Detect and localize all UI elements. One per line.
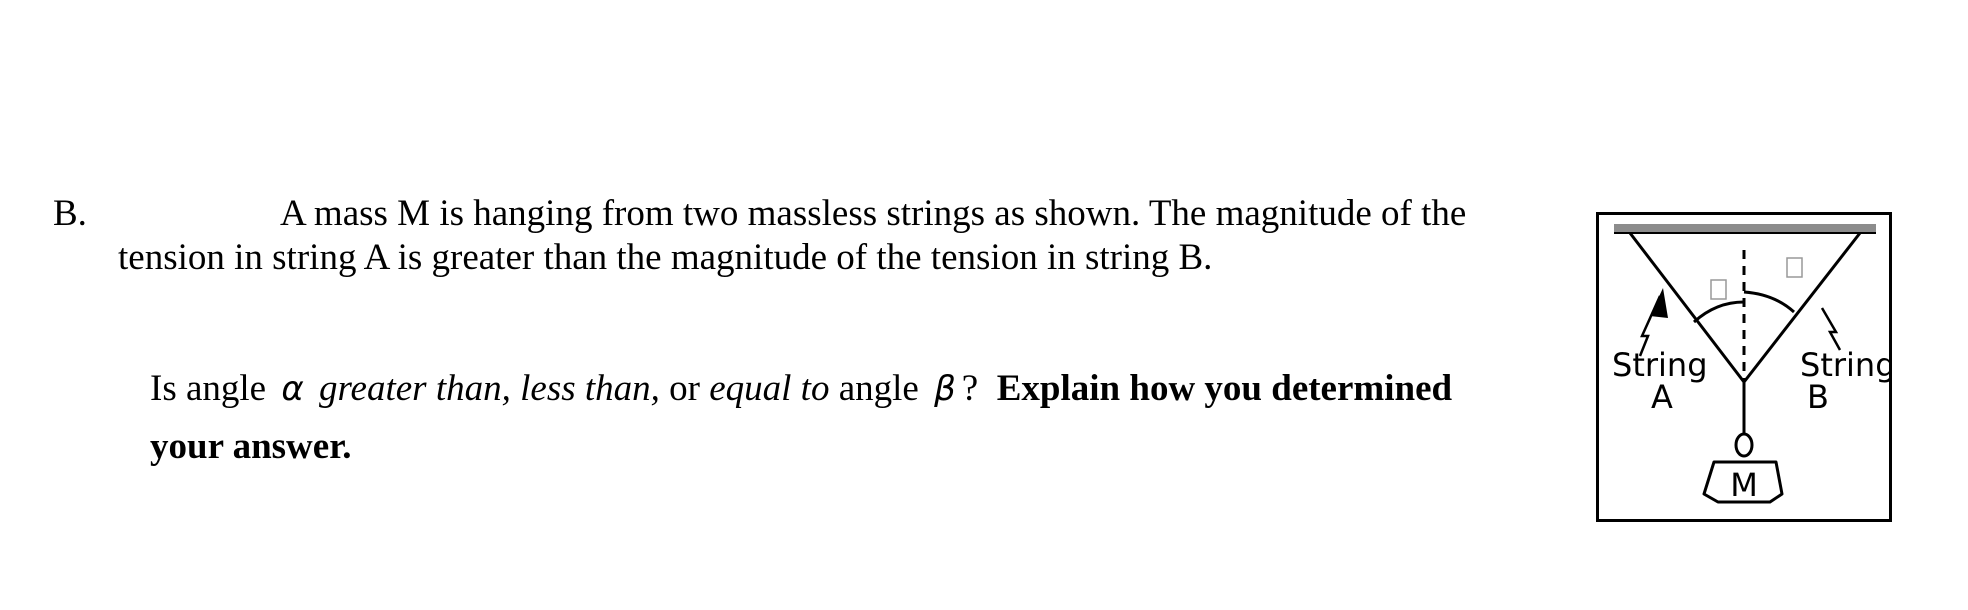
angle-word: angle bbox=[838, 368, 919, 409]
string-b-label-line1: String bbox=[1800, 346, 1892, 384]
beta-symbol: β bbox=[934, 369, 956, 409]
question-line2: your answer. bbox=[150, 418, 1550, 475]
option-greater-less: greater than, less than, bbox=[319, 368, 660, 409]
question-prefix: Is angle bbox=[150, 368, 267, 409]
string-a-arrowhead bbox=[1650, 288, 1668, 318]
alpha-placeholder-box bbox=[1710, 279, 1727, 300]
alpha-symbol: α bbox=[281, 369, 304, 409]
question-mark: ? bbox=[961, 368, 979, 409]
mass-body bbox=[1702, 460, 1784, 504]
question-line1: Is angle α greater than, less than, or e… bbox=[150, 360, 1550, 418]
option-equal: equal to bbox=[709, 368, 830, 409]
problem-statement: A mass M is hanging from two massless st… bbox=[118, 192, 1558, 280]
angle-alpha-arc bbox=[1692, 300, 1745, 324]
problem-statement-line1: A mass M is hanging from two massless st… bbox=[280, 193, 1467, 234]
problem-label: B. bbox=[53, 193, 87, 234]
instruction-line2: your answer. bbox=[150, 426, 352, 467]
figure-svg: String A String B M bbox=[1596, 212, 1892, 522]
instruction-line1: Explain how you determined bbox=[996, 368, 1453, 409]
figure-frame bbox=[1596, 212, 1892, 522]
string-b-pointer bbox=[1820, 307, 1842, 351]
string-a-label-line1: String bbox=[1612, 346, 1708, 384]
string-a bbox=[1628, 232, 1746, 383]
string-b-label-line2: B bbox=[1807, 378, 1829, 416]
string-b bbox=[1742, 232, 1862, 383]
hanging-mass-figure: String A String B M bbox=[1596, 212, 1892, 522]
ceiling bbox=[1614, 224, 1876, 233]
problem-statement-line2: tension in string A is greater than the … bbox=[118, 237, 1213, 278]
or-word: or bbox=[669, 368, 700, 409]
beta-placeholder-box bbox=[1786, 257, 1803, 278]
mass-hook-ring bbox=[1734, 432, 1754, 458]
string-a-label-line2: A bbox=[1651, 378, 1673, 416]
angle-beta-arc bbox=[1743, 290, 1796, 314]
question: Is angle α greater than, less than, or e… bbox=[150, 360, 1550, 475]
mass-label: M bbox=[1730, 466, 1758, 504]
